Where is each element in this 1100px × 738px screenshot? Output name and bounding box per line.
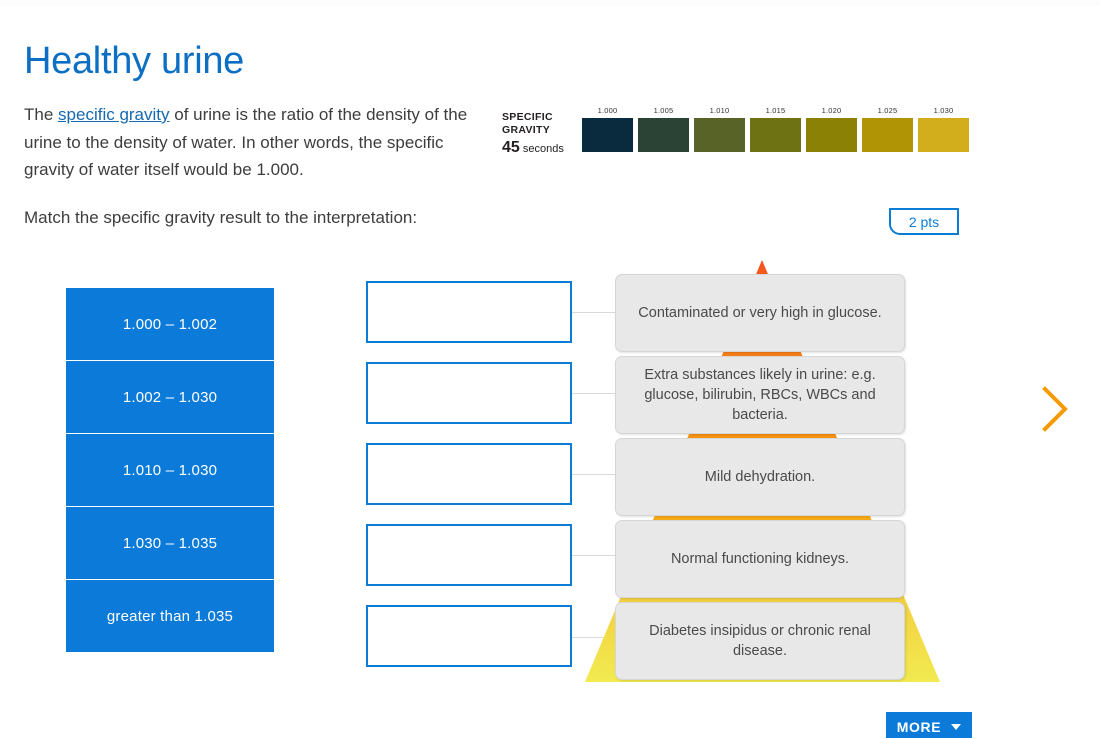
option-label: greater than 1.035 xyxy=(106,607,234,625)
chevron-right-icon xyxy=(1042,386,1068,432)
drop-zone-list xyxy=(366,281,572,667)
swatch-1.005: 1.005 xyxy=(636,106,691,152)
caret-down-icon xyxy=(951,724,962,730)
swatch-value-label: 1.000 xyxy=(597,106,618,115)
swatch-value-label: 1.020 xyxy=(821,106,842,115)
swatch-1.030: 1.030 xyxy=(916,106,971,152)
drop-zone-5[interactable] xyxy=(366,605,572,667)
pyramid-tier-5: Diabetes insipidus or chronic renal dise… xyxy=(615,602,905,680)
swatch-value-label: 1.005 xyxy=(653,106,674,115)
swatch-color-chip xyxy=(918,118,969,152)
swatch-1.000: 1.000 xyxy=(580,106,635,152)
page-top-divider xyxy=(0,0,1100,6)
strip-caption-line2: GRAVITY xyxy=(502,124,550,137)
specific-gravity-link[interactable]: specific gravity xyxy=(58,105,170,124)
swatch-1.025: 1.025 xyxy=(860,106,915,152)
connector-line-4 xyxy=(572,555,616,556)
swatch-1.010: 1.010 xyxy=(692,106,747,152)
pyramid-tier-3: Mild dehydration. xyxy=(615,438,905,516)
strip-timing-unit: seconds xyxy=(522,142,564,155)
more-button[interactable]: MORE xyxy=(886,712,972,738)
swatch-value-label: 1.015 xyxy=(765,106,786,115)
drop-zone-2[interactable] xyxy=(366,362,572,424)
swatch-color-chip xyxy=(638,118,689,152)
option-list: 1.000 – 1.002 1.002 – 1.030 1.010 – 1.030 1… xyxy=(66,288,274,652)
draggable-option-1[interactable]: 1.000 – 1.002 xyxy=(66,288,274,360)
strip-caption: SPECIFIC GRAVITY 45 seconds xyxy=(502,106,580,157)
interpretation-pyramid: Contaminated or very high in glucose. Ex… xyxy=(585,258,940,683)
pyramid-tier-4: Normal functioning kidneys. xyxy=(615,520,905,598)
swatch-1.015: 1.015 xyxy=(748,106,803,152)
next-slide-chevron-icon[interactable] xyxy=(1040,385,1070,433)
swatch-color-chip xyxy=(582,118,633,152)
strip-timing-value: 45 xyxy=(502,138,520,156)
option-label: 1.010 – 1.030 xyxy=(122,461,218,479)
pyramid-tier-2: Extra substances likely in urine: e.g. g… xyxy=(615,356,905,434)
draggable-option-5[interactable]: greater than 1.035 xyxy=(66,580,274,652)
drop-zone-3[interactable] xyxy=(366,443,572,505)
draggable-option-3[interactable]: 1.010 – 1.030 xyxy=(66,434,274,506)
swatch-list: 1.000 1.005 1.010 1.015 1.020 1.025 1.030 xyxy=(580,106,972,152)
drop-zone-4[interactable] xyxy=(366,524,572,586)
swatch-1.020: 1.020 xyxy=(804,106,859,152)
points-badge: 2 pts xyxy=(889,208,959,235)
strip-timing: 45 seconds xyxy=(502,139,580,157)
more-button-label: MORE xyxy=(896,719,942,735)
option-label: 1.000 – 1.002 xyxy=(122,315,218,333)
connector-line-1 xyxy=(572,312,616,313)
intro-paragraph: The specific gravity of urine is the rat… xyxy=(24,101,484,184)
pyramid-tier-1: Contaminated or very high in glucose. xyxy=(615,274,905,352)
strip-caption-line1: SPECIFIC xyxy=(502,111,553,123)
swatch-color-chip xyxy=(694,118,745,152)
match-prompt: Match the specific gravity result to the… xyxy=(24,208,418,227)
swatch-value-label: 1.010 xyxy=(709,106,730,115)
intro-text-after: of urine is the ratio of the density of … xyxy=(24,105,468,180)
connector-line-5 xyxy=(572,637,616,638)
draggable-option-2[interactable]: 1.002 – 1.030 xyxy=(66,361,274,433)
swatch-value-label: 1.030 xyxy=(933,106,954,115)
swatch-color-chip xyxy=(806,118,857,152)
draggable-option-4[interactable]: 1.030 – 1.035 xyxy=(66,507,274,579)
option-label: 1.030 – 1.035 xyxy=(122,534,218,552)
swatch-color-chip xyxy=(750,118,801,152)
swatch-color-chip xyxy=(862,118,913,152)
page-title: Healthy urine xyxy=(24,40,244,83)
connector-line-3 xyxy=(572,474,616,475)
drop-zone-1[interactable] xyxy=(366,281,572,343)
swatch-value-label: 1.025 xyxy=(877,106,898,115)
connector-line-2 xyxy=(572,393,616,394)
option-label: 1.002 – 1.030 xyxy=(122,388,218,406)
intro-text-before: The xyxy=(24,105,59,124)
